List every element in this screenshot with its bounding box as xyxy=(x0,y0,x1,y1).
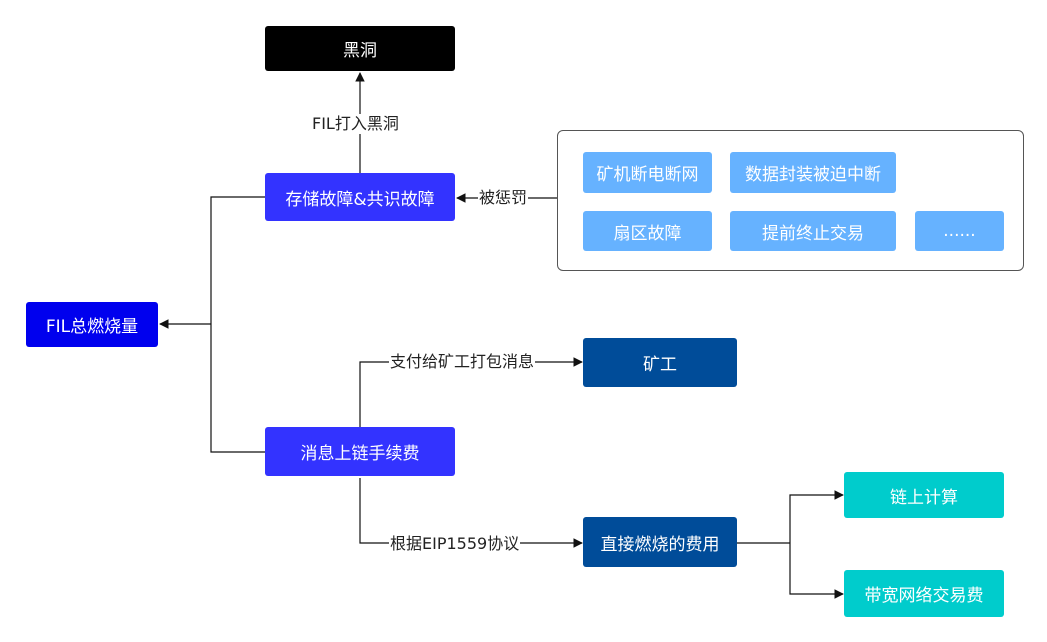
penalty-item: 扇区故障 xyxy=(583,211,712,251)
node-message-fee: 消息上链手续费 xyxy=(265,427,455,476)
edge-label-pay-miner: 支付给矿工打包消息 xyxy=(389,352,536,372)
node-total-burn: FIL总燃烧量 xyxy=(26,302,158,347)
edge-label-eip1559: 根据EIP1559协议 xyxy=(389,534,521,554)
node-onchain-compute: 链上计算 xyxy=(844,472,1004,518)
edge-to-onchain-compute xyxy=(789,490,844,543)
edge-storage-to-total xyxy=(210,196,265,324)
node-miner: 矿工 xyxy=(583,338,737,387)
node-direct-burn: 直接燃烧的费用 xyxy=(583,517,737,567)
penalty-item: 数据封装被迫中断 xyxy=(730,152,896,193)
penalty-item: 提前终止交易 xyxy=(730,211,896,251)
edge-label-penalized: 被惩罚 xyxy=(478,188,529,208)
node-storage-fault: 存储故障&共识故障 xyxy=(265,173,455,221)
node-blackhole: 黑洞 xyxy=(265,26,455,71)
penalty-item: 矿机断电断网 xyxy=(583,152,712,193)
node-bandwidth-fee: 带宽网络交易费 xyxy=(844,570,1004,617)
edge-message-to-total xyxy=(210,324,265,453)
edge-label-to-blackhole: FIL打入黑洞 xyxy=(311,114,400,134)
penalty-item: ...... xyxy=(915,211,1004,251)
penalty-group: 矿机断电断网 数据封装被迫中断 扇区故障 提前终止交易 ...... xyxy=(557,130,1024,271)
edge-to-bandwidth-fee xyxy=(789,543,844,599)
